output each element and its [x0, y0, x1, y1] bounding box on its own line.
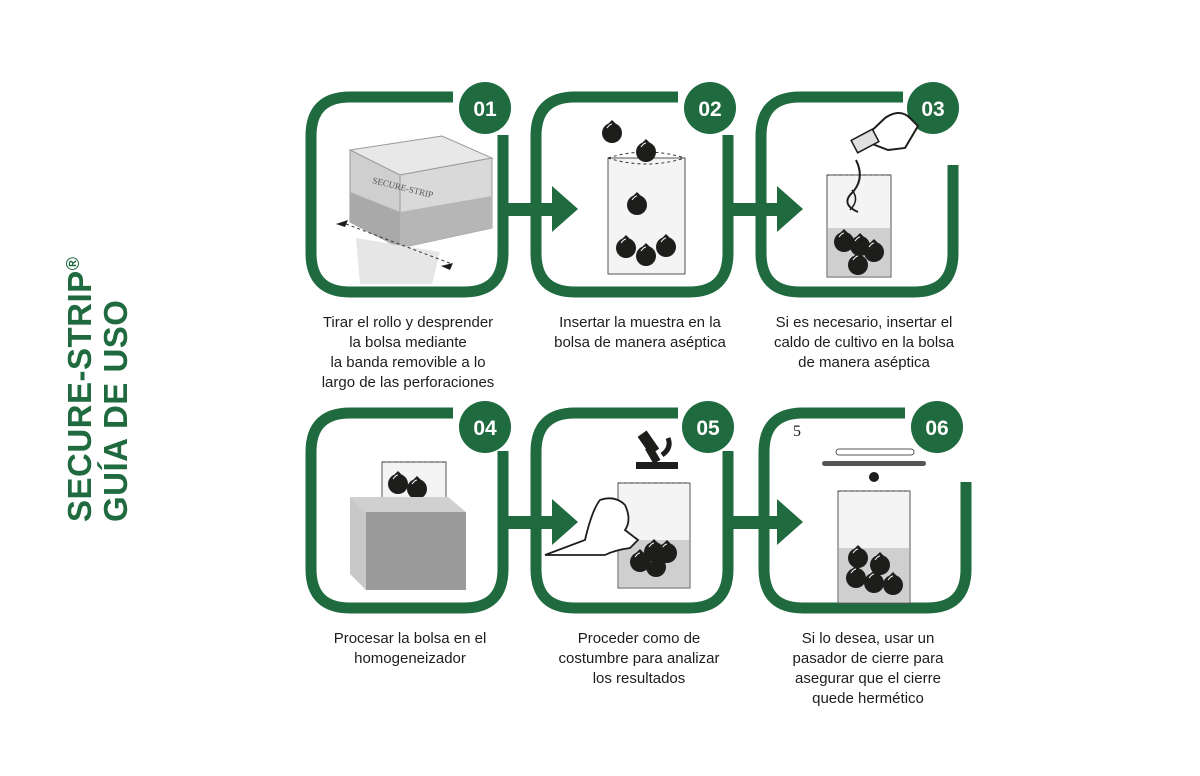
step-6-badge: 06: [911, 401, 963, 453]
arrow-right-icon: [508, 186, 578, 232]
step-1-badge: 01: [459, 82, 511, 134]
step-4-badge: 04: [459, 401, 511, 453]
roll-dispenser-box-illustration: SECURE-STRIP: [336, 135, 494, 284]
step-4-frame: [305, 407, 509, 614]
step-5-number: 05: [696, 417, 720, 440]
closure-rod-illustration: [822, 448, 926, 604]
bag-with-sample-illustration: [601, 119, 686, 275]
scissors-icon: [336, 220, 348, 227]
arrow-right-icon: [508, 499, 578, 545]
step-1-number: 01: [473, 98, 497, 121]
corner-mark: 5: [793, 423, 801, 440]
step-4-number: 04: [473, 417, 497, 440]
arrow-right-icon: [733, 186, 803, 232]
step-3-badge: 03: [907, 82, 959, 134]
step-5-badge: 05: [682, 401, 734, 453]
broth-pouring-illustration: [826, 112, 920, 278]
step-3-frame: [755, 91, 959, 298]
microscope-icon: [636, 430, 678, 469]
step-2-frame: [530, 91, 734, 298]
pipette-hand-icon: [544, 497, 640, 556]
tomato-icon: [635, 138, 657, 163]
step-5-frame: [530, 407, 734, 614]
step-1-frame: [305, 91, 509, 298]
step-6-frame: [758, 407, 972, 614]
step-2-badge: 02: [684, 82, 736, 134]
arrow-down-icon: [869, 472, 879, 482]
step-3-number: 03: [921, 98, 944, 121]
scissors-icon: [441, 263, 453, 270]
homogenizer-illustration: [350, 461, 466, 590]
step-2-number: 02: [698, 98, 721, 121]
tomato-icon: [601, 119, 623, 144]
step-6-number: 06: [925, 417, 948, 440]
analysis-illustration: [544, 430, 691, 589]
